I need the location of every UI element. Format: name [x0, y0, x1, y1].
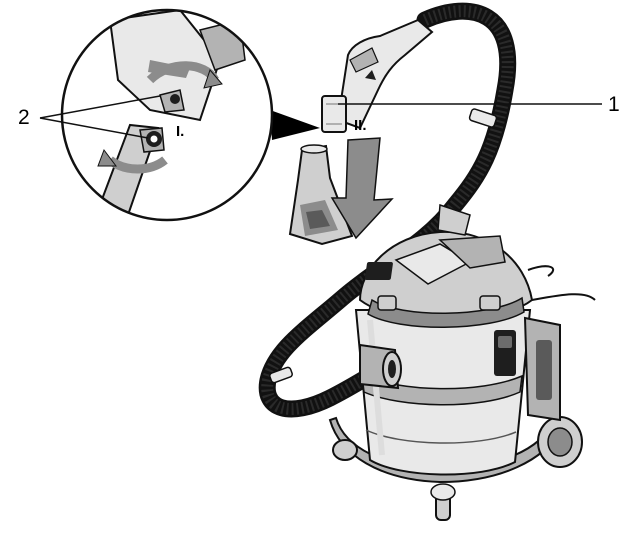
leader-line-2a [39, 95, 161, 119]
step-label-second: II. [354, 117, 367, 134]
detail-view [60, 8, 274, 222]
leader-line-2b [39, 117, 149, 139]
vacuum-cleaner [328, 203, 596, 521]
step-label-first: I. [176, 123, 184, 140]
push-down-arrow [330, 137, 394, 240]
floor-nozzle [288, 144, 354, 246]
callout-number-1: 1 [608, 93, 620, 116]
callout-number-2: 2 [18, 106, 30, 129]
zoom-pointer [270, 110, 320, 140]
handle-tube [321, 18, 434, 133]
